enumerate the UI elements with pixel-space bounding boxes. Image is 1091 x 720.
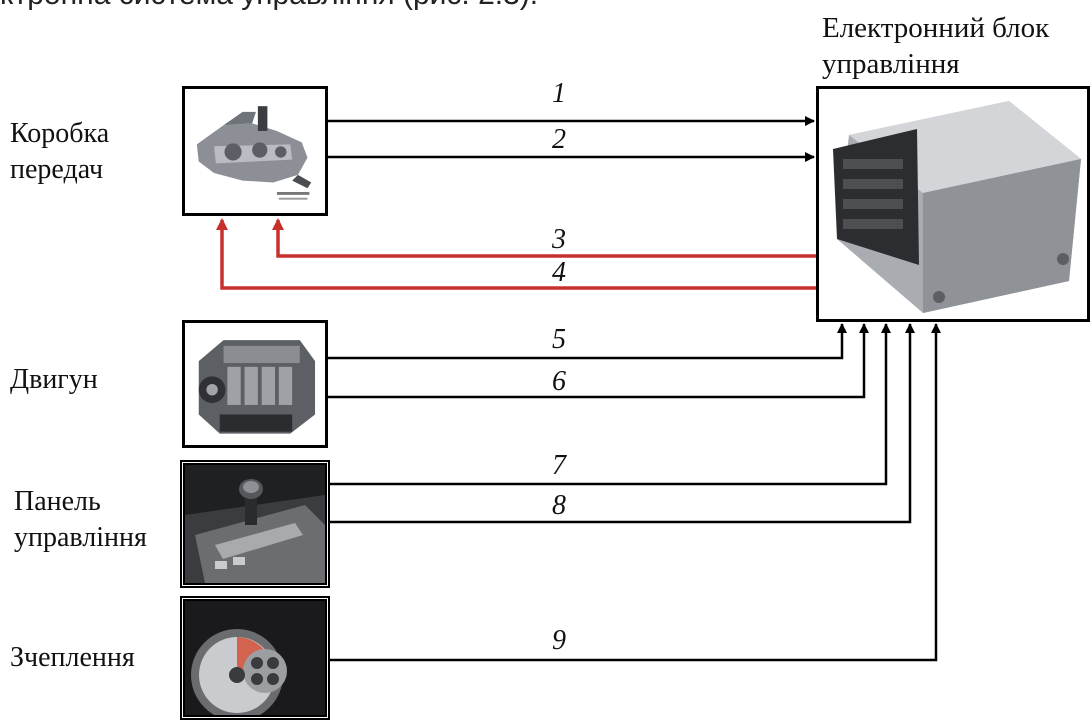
signal-line-7	[330, 324, 886, 484]
signal-number-9: 9	[552, 627, 566, 655]
signal-number-6: 6	[552, 368, 566, 396]
signal-number-8: 8	[552, 492, 566, 520]
signal-number-7: 7	[552, 452, 566, 480]
signal-line-8	[330, 324, 910, 522]
signal-line-5	[328, 324, 842, 358]
signal-line-6	[328, 324, 864, 397]
signal-number-5: 5	[552, 326, 566, 354]
signal-number-3: 3	[552, 226, 566, 254]
control-line-4	[222, 220, 816, 288]
signal-number-1: 1	[552, 80, 566, 108]
signal-line-9	[330, 324, 936, 660]
control-line-3	[278, 220, 816, 256]
signal-number-4: 4	[552, 259, 566, 287]
signal-number-2: 2	[552, 126, 566, 154]
